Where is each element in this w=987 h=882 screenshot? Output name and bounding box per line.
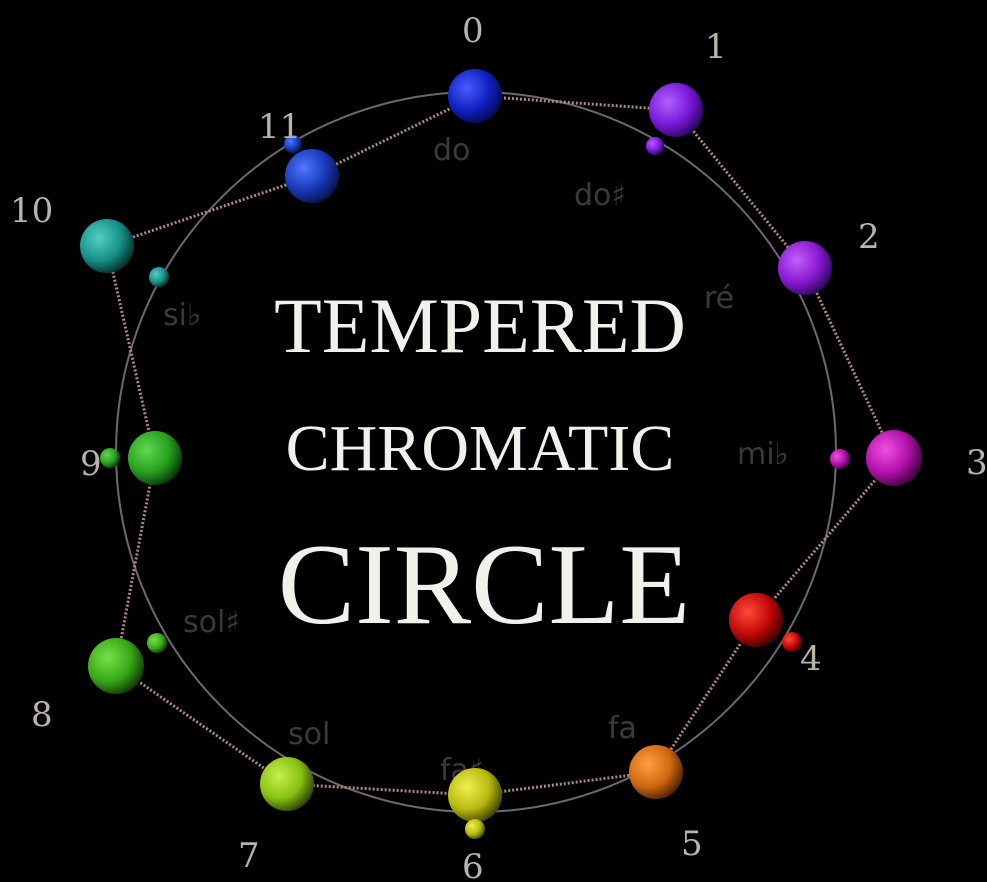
sphere-4 [729,593,783,647]
sphere-8 [88,638,144,694]
sphere-8-small [147,633,167,653]
sphere-10-small [149,267,169,287]
sphere-6-small [465,819,485,839]
title-line-tempered: TEMPERED [274,282,686,369]
sphere-11 [285,149,339,203]
number-1: 1 [705,27,727,67]
sphere-10 [80,219,134,273]
number-9: 9 [80,444,102,484]
number-7: 7 [238,836,260,876]
sphere-1 [649,83,703,137]
sphere-1-small [646,137,664,155]
number-2: 2 [858,217,880,257]
number-10: 10 [10,191,53,231]
number-11: 11 [258,107,301,147]
note-re: ré [704,281,734,316]
number-4: 4 [800,639,822,679]
sphere-0 [448,69,502,123]
number-6: 6 [462,847,484,882]
note-si-flat: si♭ [163,298,201,333]
note-do: do [433,133,470,168]
sphere-4-small [782,632,802,652]
note-mi-flat: mi♭ [737,437,789,472]
number-3: 3 [966,443,987,483]
sphere-3-small [830,449,850,469]
sphere-3 [866,430,922,486]
sphere-7 [260,757,314,811]
note-do-sharp: do♯ [574,178,626,213]
title-line-circle: CIRCLE [278,521,690,649]
sphere-9 [128,431,182,485]
sphere-9-small [100,448,120,468]
title-block: TEMPERED CHROMATIC CIRCLE [274,282,690,649]
title-line-chromatic: CHROMATIC [286,412,675,485]
note-sol: sol [288,717,330,752]
number-8: 8 [31,695,53,735]
note-sol-sharp: sol♯ [183,605,240,640]
sphere-5 [629,745,683,799]
note-fa: fa [608,711,637,746]
number-0: 0 [462,11,484,51]
sphere-2 [778,241,832,295]
sphere-6 [448,768,502,822]
number-5: 5 [681,824,703,864]
